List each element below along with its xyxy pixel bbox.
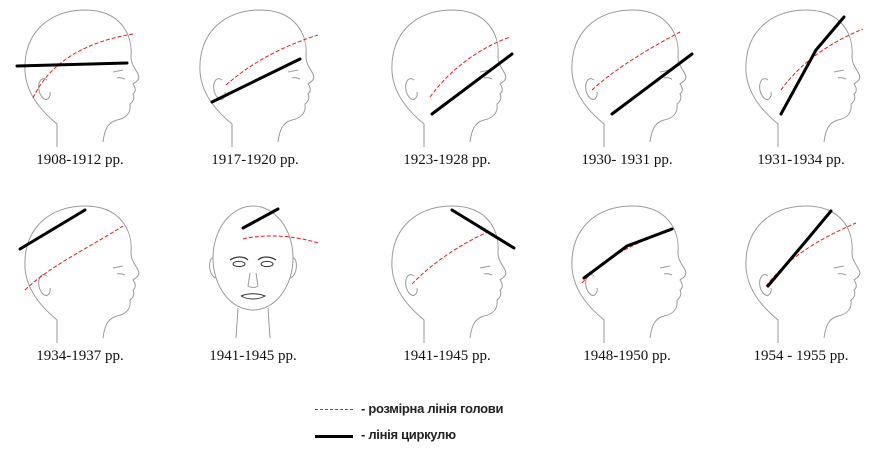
head-measurement-line-sample xyxy=(315,409,353,410)
front-head-illustration xyxy=(209,205,319,339)
panel-caption: 1941-1945 pp. xyxy=(209,348,297,364)
hat-line xyxy=(241,207,280,230)
head-outline xyxy=(391,9,507,147)
era-panel: 1908-1912 pp. xyxy=(5,2,155,172)
era-panel: 1954 - 1955 pp. xyxy=(726,198,876,368)
head-measurement-line xyxy=(242,235,319,244)
profile-head-illustration xyxy=(745,9,864,147)
head-outline xyxy=(745,205,861,343)
profile-head-illustration xyxy=(571,9,694,147)
panel-caption: 1917-1920 pp. xyxy=(211,152,299,168)
era-panel: 1930- 1931 pp. xyxy=(552,2,702,172)
legend-item-hat-line: - лінія циркулю xyxy=(315,426,635,446)
head-outline xyxy=(209,205,297,339)
head-measurement-line xyxy=(581,230,671,284)
legend-item-head-line: - розмірна лінія голови xyxy=(315,400,635,420)
hat-line xyxy=(582,227,674,280)
panel-caption: 1931-1934 pp. xyxy=(757,152,845,168)
head-measurement-line xyxy=(765,222,857,287)
era-panel: 1923-1928 pp. xyxy=(372,2,522,172)
era-panel: 1948-1950 pp. xyxy=(552,198,702,368)
head-measurement-line xyxy=(780,28,864,91)
panel-caption: 1948-1950 pp. xyxy=(583,348,671,364)
head-measurement-line xyxy=(24,225,124,291)
head-measurement-line xyxy=(429,36,511,98)
legend-label-head-line: - розмірна лінія голови xyxy=(361,401,504,416)
era-panel: 1931-1934 pp. xyxy=(726,2,876,172)
era-panel: 1941-1945 pp. xyxy=(178,198,328,368)
panel-caption: 1908-1912 pp. xyxy=(36,152,124,168)
hat-line-sample xyxy=(315,435,353,438)
head-outline xyxy=(24,9,140,147)
hat-line xyxy=(766,209,833,288)
head-outline xyxy=(571,9,687,147)
hat-line xyxy=(610,52,694,116)
panel-caption: 1954 - 1955 pp. xyxy=(753,348,849,364)
profile-head-illustration xyxy=(571,205,687,343)
hat-line xyxy=(779,15,846,116)
panel-caption: 1941-1945 pp. xyxy=(403,348,491,364)
head-outline xyxy=(199,9,315,147)
head-outline xyxy=(391,205,507,343)
head-measurement-line xyxy=(591,31,681,91)
hat-line xyxy=(210,57,302,104)
legend: - розмірна лінія голови - лінія циркулю xyxy=(315,400,635,454)
head-outline xyxy=(745,9,861,147)
head-outline xyxy=(24,205,140,343)
profile-head-illustration xyxy=(391,205,516,343)
profile-head-illustration xyxy=(18,205,140,343)
panel-caption: 1934-1937 pp. xyxy=(36,348,124,364)
profile-head-illustration xyxy=(391,9,514,147)
era-panel: 1917-1920 pp. xyxy=(180,2,330,172)
hat-line xyxy=(18,208,87,251)
legend-label-hat-line: - лінія циркулю xyxy=(361,427,456,442)
profile-head-illustration xyxy=(199,9,319,147)
era-panel: 1934-1937 pp. xyxy=(5,198,155,368)
hat-line xyxy=(430,52,514,116)
head-measurement-line xyxy=(411,230,491,285)
profile-head-illustration xyxy=(745,205,861,343)
hat-line xyxy=(15,61,129,68)
head-measurement-line xyxy=(32,33,134,99)
hat-line xyxy=(450,208,516,250)
profile-head-illustration xyxy=(15,9,140,147)
panel-caption: 1930- 1931 pp. xyxy=(581,152,673,168)
panel-caption: 1923-1928 pp. xyxy=(403,152,491,168)
head-measurement-line xyxy=(225,34,319,86)
era-panel: 1941-1945 pp. xyxy=(372,198,522,368)
